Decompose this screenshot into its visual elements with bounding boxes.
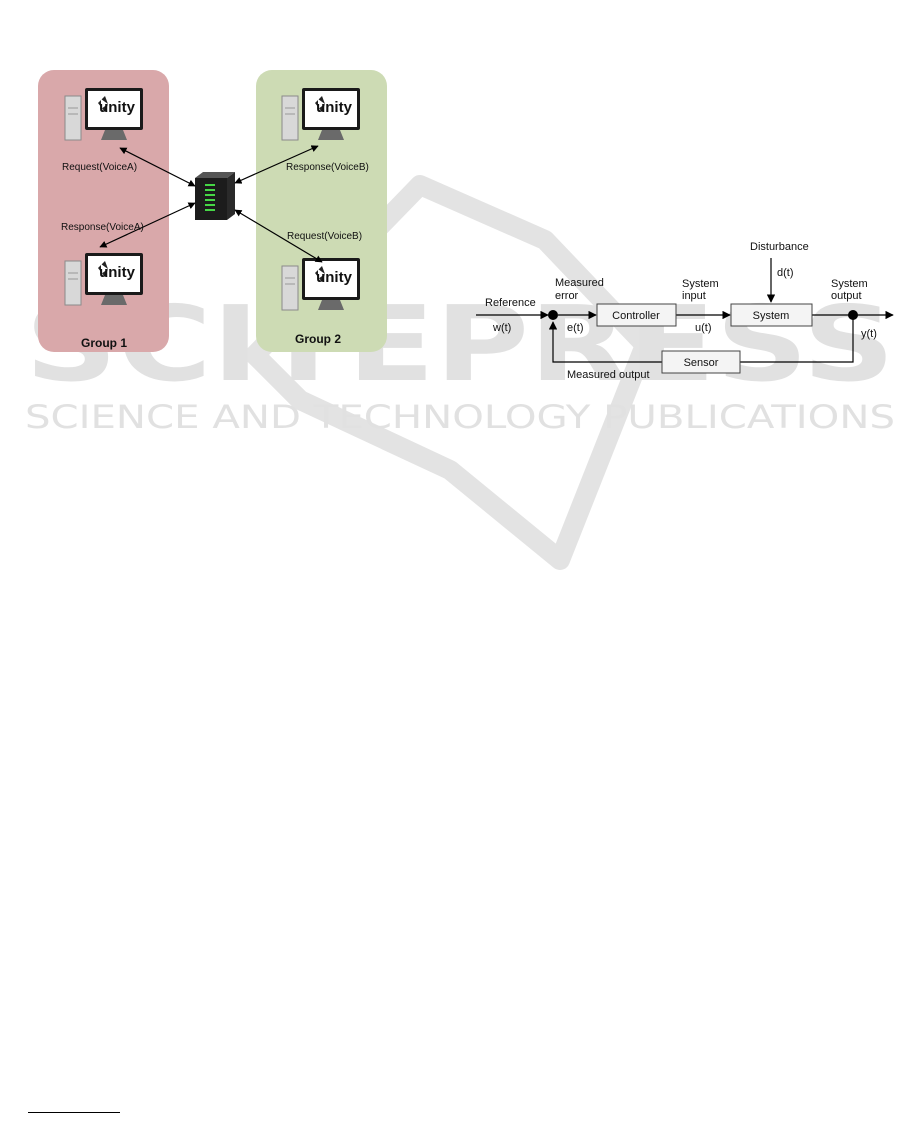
system-label: System: [753, 310, 790, 322]
group-2-label: Group 2: [295, 332, 341, 346]
group-1-label: Group 1: [81, 336, 127, 350]
message-label-g1-bottom: Response(VoiceA): [61, 222, 144, 233]
controller-label: Controller: [612, 310, 660, 322]
summing-junction: [548, 310, 558, 320]
footnote-rule: [28, 1112, 120, 1113]
measured-error-label-2: error: [555, 290, 579, 302]
server-icon: [195, 172, 235, 220]
message-label-g2-bottom: Request(VoiceB): [287, 231, 362, 242]
u-label: u(t): [695, 322, 712, 334]
y-label: y(t): [861, 328, 877, 340]
unity-logo-text: unity: [99, 264, 135, 281]
measured-error-label-1: Measured: [555, 277, 604, 289]
sensor-label: Sensor: [684, 357, 719, 369]
unity-logo-text: unity: [316, 269, 352, 286]
unity-logo-text: unity: [99, 99, 135, 116]
message-label-g2-top: Response(VoiceB): [286, 162, 369, 173]
output-junction: [848, 310, 858, 320]
watermark-tagline: SCIENCE AND TECHNOLOGY PUBLICATIONS: [25, 398, 895, 436]
e-label: e(t): [567, 322, 584, 334]
control-loop-diagram: Controller System Sensor Reference w(t) …: [460, 230, 915, 390]
system-output-label-1: System: [831, 278, 868, 290]
unity-logo-text: unity: [316, 99, 352, 116]
message-label-g1-top: Request(VoiceA): [62, 162, 137, 173]
system-input-label-1: System: [682, 278, 719, 290]
reference-label: Reference: [485, 297, 536, 309]
measured-output-label: Measured output: [567, 369, 650, 381]
disturbance-label: Disturbance: [750, 241, 809, 253]
d-label: d(t): [777, 267, 794, 279]
network-diagram: unity unity unity unity Request(VoiceA) …: [0, 0, 460, 380]
system-input-label-2: input: [682, 290, 706, 302]
w-label: w(t): [492, 322, 511, 334]
system-output-label-2: output: [831, 290, 862, 302]
